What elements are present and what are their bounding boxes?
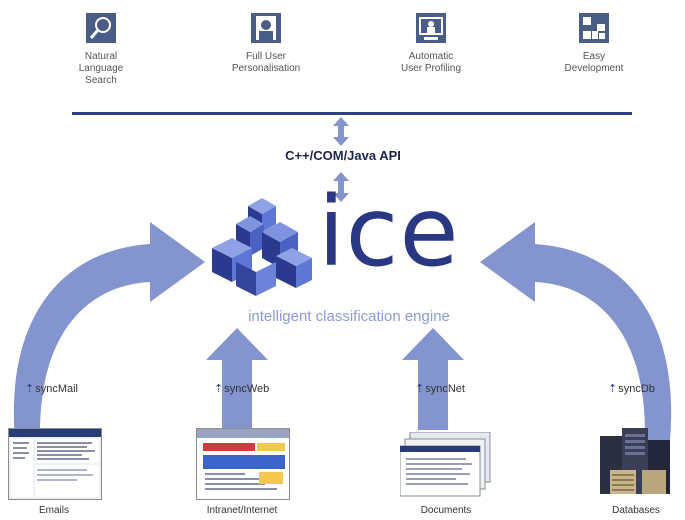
documents-stack-screenshot	[400, 432, 492, 498]
sync-arrow-icon: ⇡	[415, 383, 425, 395]
ice-wordmark: ice	[318, 176, 460, 288]
source-caption-intranet: Intranet/Internet	[206, 505, 278, 516]
api-double-arrow-upper	[333, 117, 349, 146]
server-rack-photo	[598, 426, 674, 498]
feature-automatic-user-profiling: Automatic User Profiling	[376, 13, 486, 75]
feature-label: Easy Development	[564, 51, 624, 74]
sync-arrow-icon: ⇡	[608, 383, 618, 395]
email-client-screenshot	[8, 428, 102, 500]
sync-label-web: ⇡ syncWeb	[214, 382, 270, 396]
sync-label-text: syncMail	[35, 382, 79, 395]
feature-label: Full User Personalisation	[231, 51, 301, 74]
grid-blocks-icon	[579, 13, 609, 43]
engine-subtitle: intelligent classification engine	[248, 308, 450, 325]
sync-arrow-icon: ⇡	[25, 383, 35, 395]
api-double-arrow-lower	[333, 172, 349, 202]
straight-arrow-web	[206, 328, 268, 430]
magnifier-icon	[86, 13, 116, 43]
monitor-user-icon	[416, 13, 446, 43]
feature-label: Automatic User Profiling	[400, 51, 462, 74]
source-caption-databases: Databases	[612, 505, 660, 516]
feature-natural-language-search: Natural Language Search	[46, 13, 156, 87]
sync-arrow-icon: ⇡	[214, 383, 224, 395]
web-browser-screenshot	[196, 428, 290, 500]
api-label: C++/COM/Java API	[285, 148, 401, 163]
straight-arrow-net	[402, 328, 464, 430]
sync-label-mail: ⇡ syncMail	[25, 382, 79, 396]
source-caption-emails: Emails	[38, 505, 69, 516]
sync-label-text: syncWeb	[224, 382, 270, 395]
user-icon	[251, 13, 281, 43]
feature-full-user-personalisation: Full User Personalisation	[211, 13, 321, 75]
cube-cluster-logo	[212, 198, 312, 296]
feature-easy-development: Easy Development	[539, 13, 649, 75]
curved-arrow-left	[13, 222, 205, 440]
sync-label-db: ⇡ syncDb	[608, 382, 655, 396]
sync-label-text: syncNet	[425, 382, 465, 395]
sync-label-text: syncDb	[618, 382, 655, 395]
source-caption-documents: Documents	[420, 505, 472, 516]
sync-label-net: ⇡ syncNet	[415, 382, 465, 396]
api-bus-line	[72, 112, 632, 115]
feature-label: Natural Language Search	[78, 51, 124, 86]
curved-arrow-right	[480, 222, 672, 440]
